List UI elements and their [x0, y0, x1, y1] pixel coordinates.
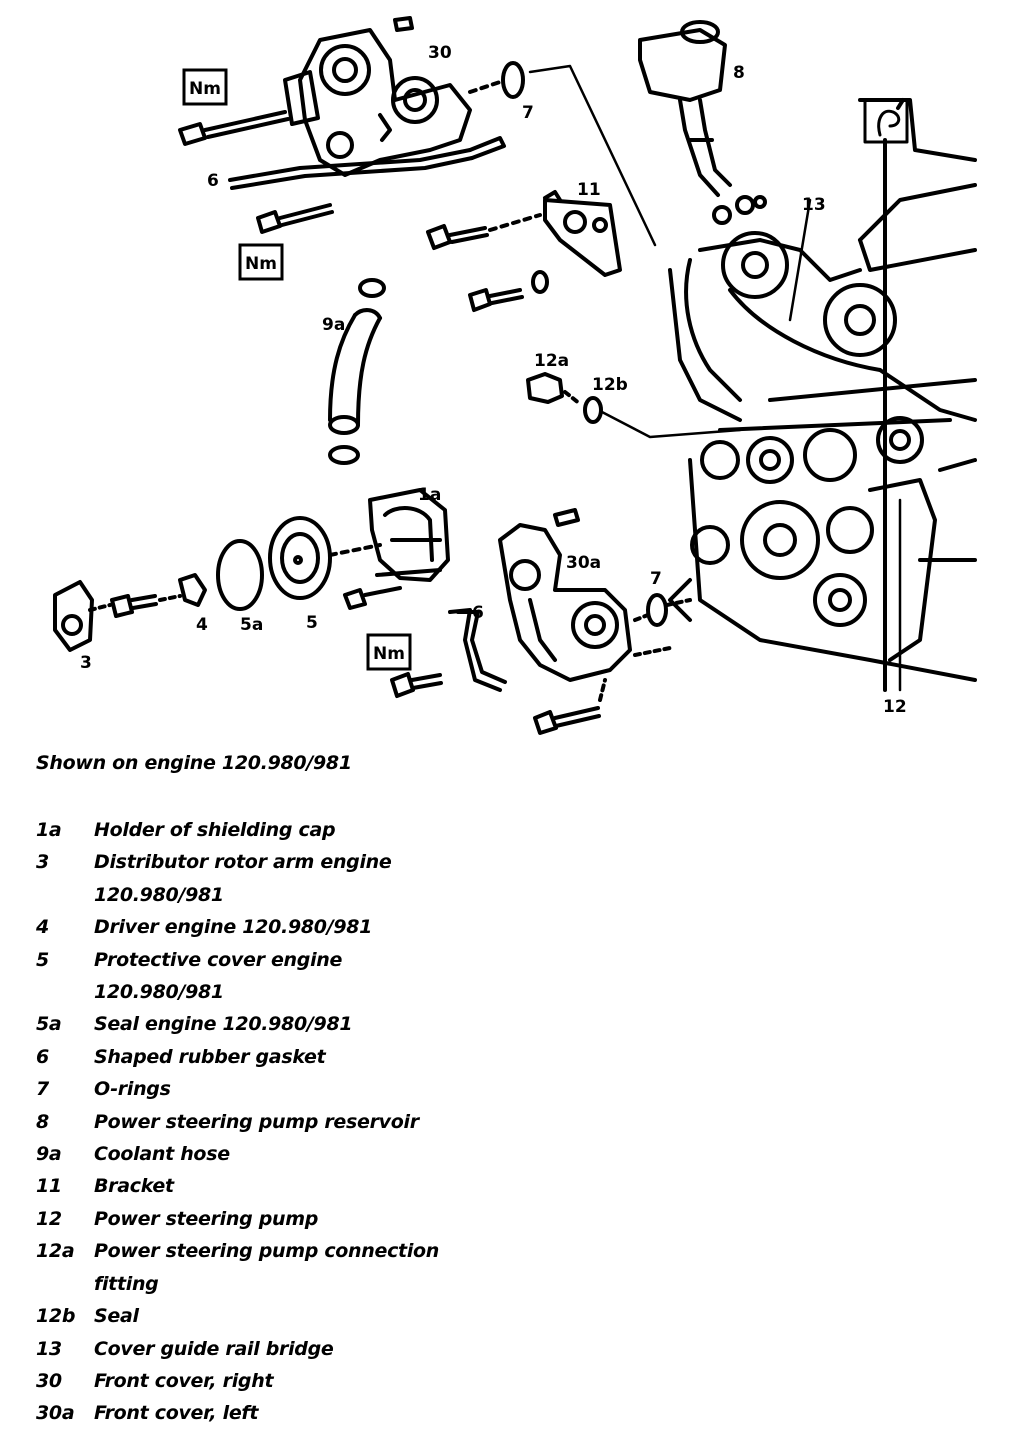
- legend-item: 5 Protective cover engine 120.980/981: [36, 944, 596, 1009]
- driver-bolt-part: [110, 573, 207, 618]
- legend-description: Bracket: [94, 1175, 174, 1198]
- svg-text:Nm: Nm: [245, 254, 277, 274]
- callout-30a: 30a: [566, 553, 601, 573]
- legend-item: 9a Coolant hose: [36, 1138, 596, 1170]
- legend-description: Front cover, left: [94, 1402, 259, 1425]
- bracket-part: [426, 190, 622, 312]
- legend-number: 3: [36, 851, 49, 874]
- legend-number: 30a: [36, 1402, 75, 1425]
- legend-description: Holder of shielding cap: [94, 819, 336, 841]
- callout-9a: 9a: [322, 315, 345, 335]
- legend-number: 8: [36, 1110, 49, 1133]
- legend-description: O-rings: [94, 1078, 171, 1101]
- legend-item: 30a Front cover, left: [36, 1397, 596, 1429]
- legend-number: 7: [36, 1078, 49, 1101]
- legend-number: 5a: [36, 1013, 62, 1036]
- callout-12b: 12b: [592, 375, 628, 395]
- legend-description: Driver engine 120.980/981: [94, 916, 373, 939]
- fitting-12a-12b: [526, 372, 742, 439]
- callout-11: 11: [577, 180, 601, 200]
- legend-item: 5a Seal engine 120.980/981: [36, 1008, 596, 1040]
- svg-text:Nm: Nm: [373, 644, 405, 664]
- legend-description: Protective cover engine 120.980/981: [94, 948, 343, 1004]
- legend-description: Cover guide rail bridge: [94, 1337, 334, 1360]
- legend-item: 8 Power steering pump reservoir: [36, 1106, 596, 1138]
- legend-number: 12b: [36, 1305, 76, 1328]
- bolt-bottom-left: [390, 672, 443, 698]
- legend-item: 3 Distributor rotor arm engine 120.980/98…: [36, 846, 596, 911]
- callout-1a: 1a: [418, 485, 441, 505]
- legend-description: Shaped rubber gasket: [94, 1045, 326, 1068]
- diagram-caption: Shown on engine 120.980/981: [36, 752, 352, 774]
- callout-7-top: 7: [522, 103, 534, 123]
- legend-number: 13: [36, 1337, 62, 1360]
- legend-number: 1a: [36, 819, 62, 841]
- torque-box-2: Nm: [238, 243, 284, 281]
- callout-7-bottom: 7: [650, 569, 662, 589]
- front-cover-right-part: [298, 16, 472, 177]
- cover-tab: [283, 70, 320, 126]
- legend-number: 4: [36, 916, 49, 939]
- legend-item: 13 Cover guide rail bridge: [36, 1333, 596, 1365]
- legend-item: 11 Bracket: [36, 1170, 596, 1202]
- legend-description: Seal engine 120.980/981: [94, 1013, 353, 1036]
- legend-number: 9a: [36, 1143, 62, 1166]
- exploded-diagram: Nm Nm Nm 30 7 8 6 11 13 9a 12a 12b 1a 3 …: [53, 16, 977, 735]
- legend-description: Power steering pump: [94, 1207, 319, 1230]
- seal-5a-part: [216, 539, 264, 611]
- legend-number: 5: [36, 948, 49, 971]
- callout-3: 3: [80, 653, 92, 673]
- parts-legend: 1a Holder of shielding cap 3 Distributor r…: [36, 814, 596, 1430]
- bolt-top-left: [178, 110, 290, 146]
- callout-6-top: 6: [207, 171, 219, 191]
- gasket-top: [228, 136, 506, 190]
- legend-number: 12: [36, 1207, 62, 1230]
- front-cover-left-part: [498, 508, 632, 682]
- o-ring-top: [501, 61, 525, 99]
- legend-item: 7 O-rings: [36, 1073, 596, 1105]
- torque-box-3: Nm: [366, 633, 412, 671]
- callout-8: 8: [733, 63, 745, 83]
- legend-item: 4 Driver engine 120.980/981: [36, 911, 596, 943]
- legend-number: 30: [36, 1369, 62, 1392]
- callout-13: 13: [802, 195, 826, 215]
- callout-5: 5: [306, 613, 318, 633]
- reservoir-part: [638, 20, 767, 225]
- callout-30: 30: [428, 43, 452, 63]
- bolt-middle-left: [256, 203, 334, 234]
- torque-box-1: Nm: [182, 68, 228, 106]
- legend-description: Power steering pump connection fitting: [94, 1240, 440, 1295]
- protective-cover-part: [268, 516, 332, 600]
- legend-item: 1a Holder of shielding cap: [36, 814, 596, 846]
- diagram-svg: Nm Nm Nm 30 7 8 6 11 13 9a 12a 12b 1a 3 …: [53, 16, 977, 735]
- distributor-rotor-part: [53, 580, 112, 652]
- legend-description: Seal: [94, 1305, 139, 1328]
- coolant-hose-part: [328, 278, 386, 465]
- legend-description: Distributor rotor arm engine 120.980/981: [94, 851, 392, 906]
- legend-description: Coolant hose: [94, 1143, 230, 1166]
- shielding-cap-holder-part: [343, 488, 450, 610]
- callout-12a: 12a: [534, 351, 569, 371]
- legend-item: 12a Power steering pump connection fittin…: [36, 1235, 596, 1300]
- legend-description: Front cover, right: [94, 1369, 274, 1392]
- service-note-symbol: [863, 98, 909, 144]
- callout-12: 12: [883, 697, 907, 717]
- callout-4: 4: [196, 615, 208, 635]
- legend-item: 6 Shaped rubber gasket: [36, 1041, 596, 1073]
- engine-block-part: [668, 98, 977, 692]
- legend-item: 12b Seal: [36, 1300, 596, 1332]
- o-ring-bottom: [646, 593, 668, 627]
- svg-text:Nm: Nm: [189, 79, 221, 99]
- legend-number: 12a: [36, 1240, 75, 1263]
- callout-6-bottom: 6: [472, 603, 484, 623]
- legend-item: 30 Front cover, right: [36, 1365, 596, 1397]
- gasket-bottom: [448, 608, 507, 692]
- bolt-bottom-middle: [533, 678, 607, 735]
- legend-description: Power steering pump reservoir: [94, 1110, 419, 1133]
- legend-number: 6: [36, 1045, 49, 1068]
- legend-item: 12 Power steering pump: [36, 1203, 596, 1235]
- legend-number: 11: [36, 1175, 62, 1198]
- callout-5a: 5a: [240, 615, 263, 635]
